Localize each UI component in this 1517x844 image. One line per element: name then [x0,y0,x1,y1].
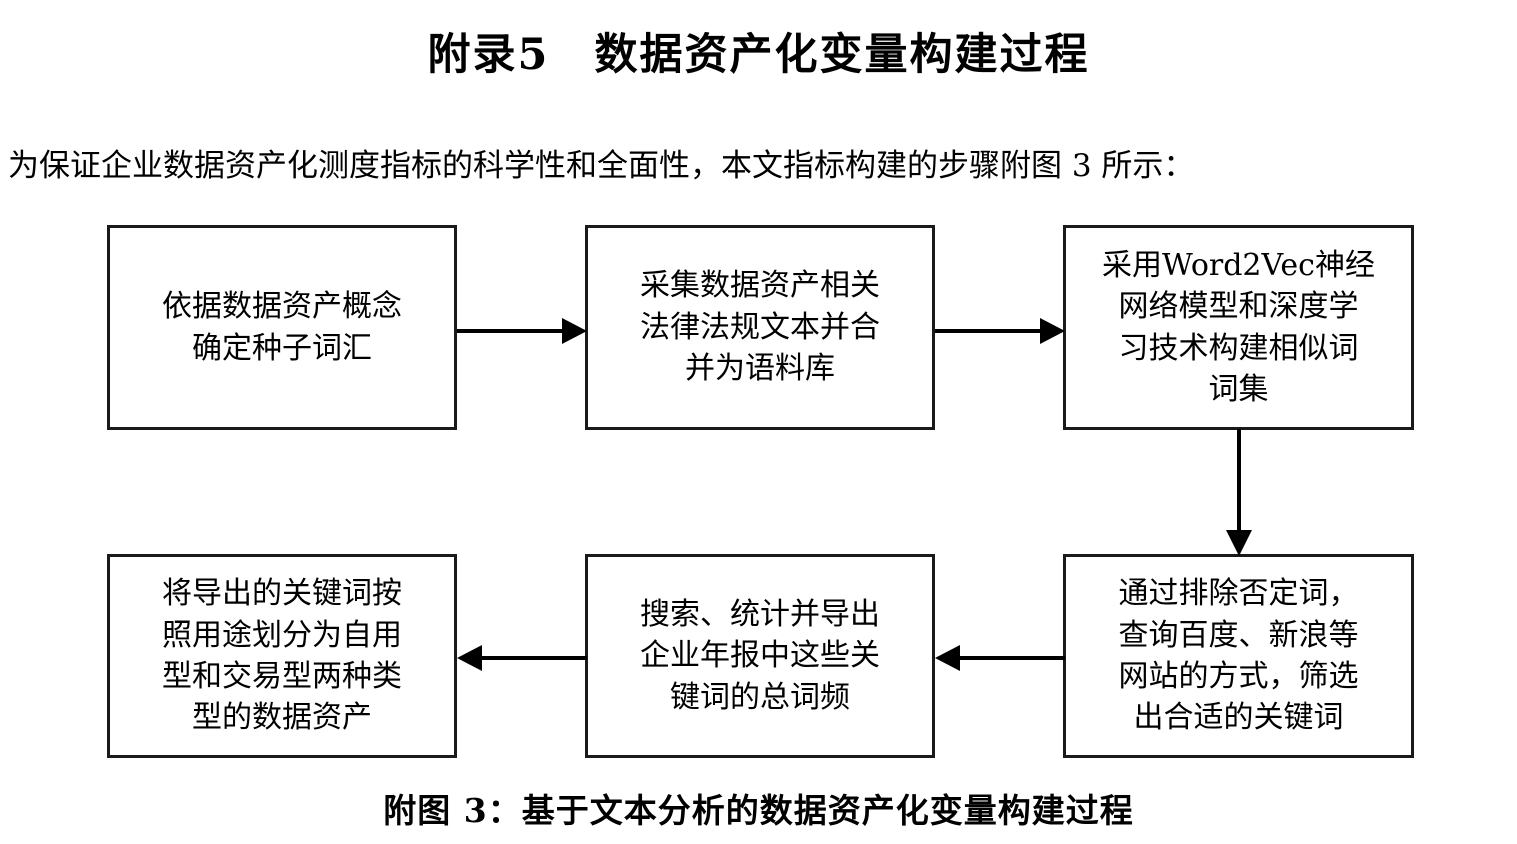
flow-box-step-2: 采集数据资产相关 法律法规文本并合 并为语料库 [585,225,935,430]
intro-paragraph: 为保证企业数据资产化测度指标的科学性和全面性，本文指标构建的步骤附图 3 所示： [8,148,1195,184]
flow-box-step-2-label: 采集数据资产相关 法律法规文本并合 并为语料库 [640,268,880,387]
flow-box-step-4: 通过排除否定词， 查询百度、新浪等 网站的方式，筛选 出合适的关键词 [1063,554,1414,758]
page-title: 附录5 数据资产化变量构建过程 [427,30,1090,80]
arrow-step-3-to-step-4 [1226,429,1252,556]
flow-box-step-1: 依据数据资产概念 确定种子词汇 [107,225,457,430]
flow-box-step-5: 搜索、统计并导出 企业年报中这些关 键词的总词频 [585,554,935,758]
arrow-step-4-to-step-5 [935,645,1065,671]
arrow-step-2-to-step-3 [935,318,1065,344]
figure-caption: 附图 3：基于文本分析的数据资产化变量构建过程 [383,791,1134,830]
arrow-step-5-to-step-6 [457,645,587,671]
flow-box-step-1-label: 依据数据资产概念 确定种子词汇 [162,289,402,366]
flow-box-step-3-label: 采用Word2Vec神经 网络模型和深度学 习技术构建相似词 词集 [1102,247,1375,407]
flow-box-step-5-label: 搜索、统计并导出 企业年报中这些关 键词的总词频 [640,596,880,715]
flow-box-step-3: 采用Word2Vec神经 网络模型和深度学 习技术构建相似词 词集 [1063,225,1414,430]
flow-box-step-6: 将导出的关键词按 照用途划分为自用 型和交易型两种类 型的数据资产 [107,554,457,758]
flow-box-step-4-label: 通过排除否定词， 查询百度、新浪等 网站的方式，筛选 出合适的关键词 [1118,576,1359,736]
flow-box-step-6-label: 将导出的关键词按 照用途划分为自用 型和交易型两种类 型的数据资产 [162,576,402,736]
arrow-step-1-to-step-2 [457,318,587,344]
